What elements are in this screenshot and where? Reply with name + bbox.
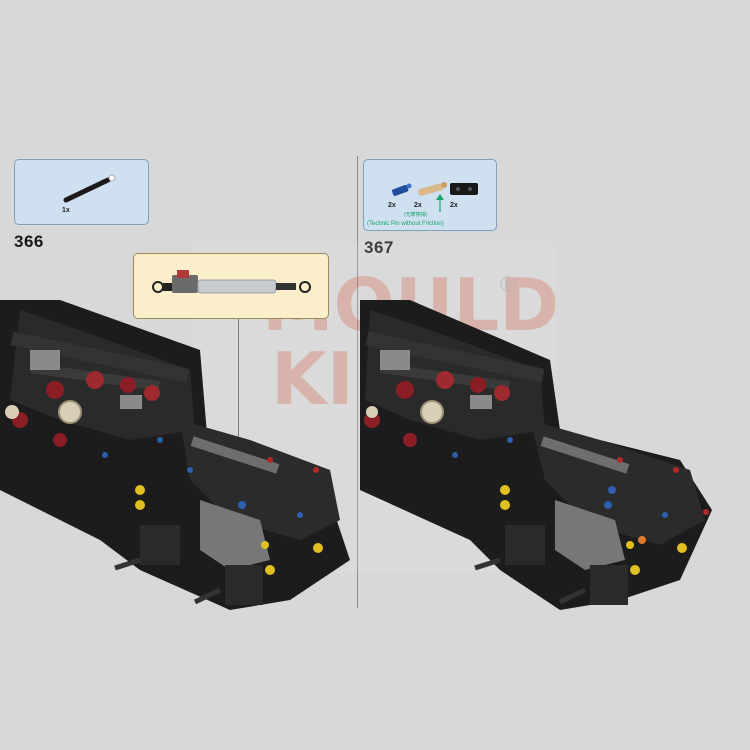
step-number-366: 366 [14, 232, 44, 251]
step-number-367: 367 [364, 238, 394, 257]
part-qty: 2x [414, 202, 422, 209]
model-step-367 [360, 300, 712, 610]
blue-connector-icon [392, 183, 412, 196]
registered-mark: ® [500, 272, 517, 297]
part-note-en: (Technic Pin without Friction) [367, 221, 444, 227]
part-note-cn: (无摩擦销) [404, 212, 428, 218]
part-qty: 2x [450, 202, 458, 209]
callout-pointer-line [238, 319, 239, 439]
arrow-up-icon [436, 194, 444, 212]
part-qty: 2x [388, 202, 396, 209]
step-divider [357, 156, 358, 608]
black-beam-icon [450, 183, 478, 195]
shock-absorber-icon [152, 270, 311, 294]
technic-axle-icon [63, 174, 116, 203]
tan-technic-pin-icon [418, 182, 447, 196]
model-step-366 [0, 300, 350, 610]
part-qty: 1x [62, 207, 70, 214]
